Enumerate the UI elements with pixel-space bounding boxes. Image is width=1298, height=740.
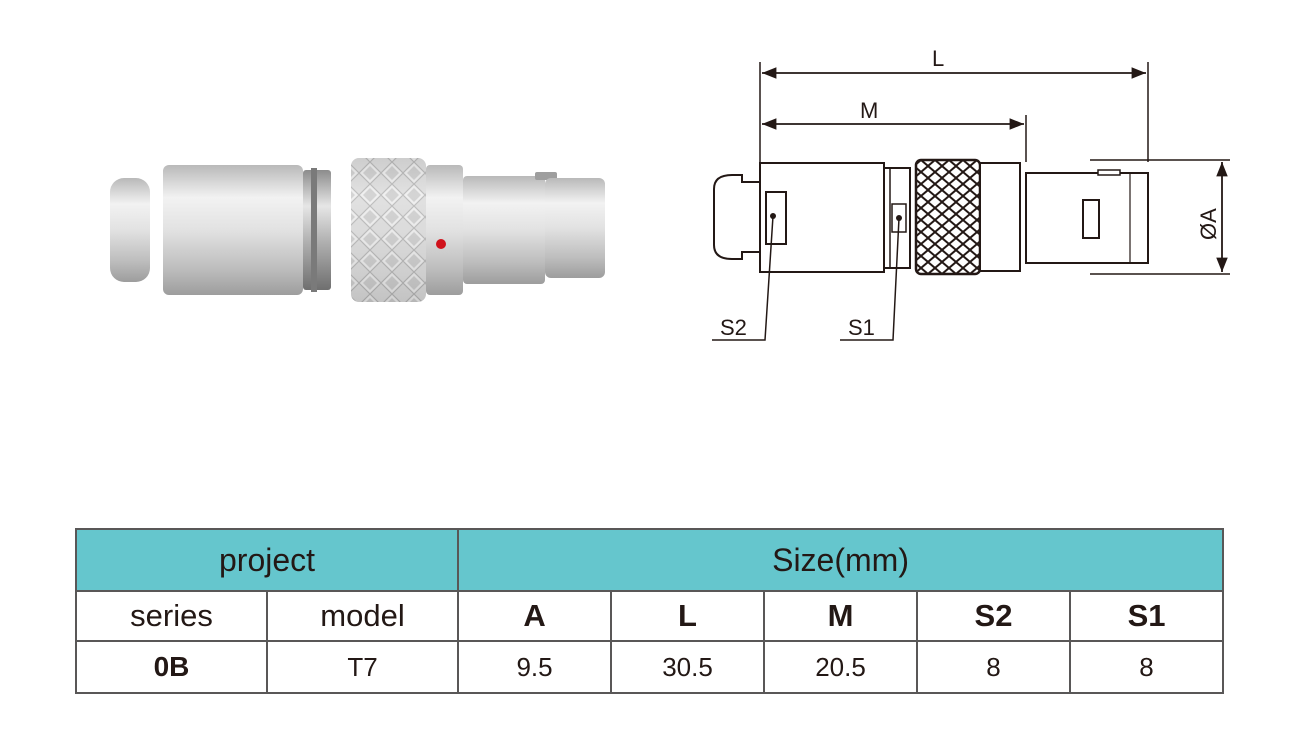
- dim-L-label: L: [932, 46, 944, 71]
- drawing-rear-body: [759, 162, 885, 273]
- cell-L: 30.5: [610, 640, 766, 694]
- col-S1: S1: [1069, 590, 1225, 642]
- dim-A-label: ØA: [1196, 208, 1221, 240]
- drawing-rear-cap: [713, 174, 761, 260]
- photo-front-tip: [545, 178, 605, 278]
- label-S1: S1: [848, 315, 875, 340]
- photo-rear-cap: [110, 178, 150, 282]
- drawing-knurled-sleeve: [914, 158, 982, 276]
- dim-M-label: M: [860, 98, 878, 123]
- cell-M: 20.5: [763, 640, 919, 694]
- col-A: A: [457, 590, 613, 642]
- cell-S2: 8: [916, 640, 1072, 694]
- table-row: 0B T7 9.5 30.5 20.5 8 8: [75, 640, 1225, 694]
- col-S2: S2: [916, 590, 1072, 642]
- photo-red-dot: [436, 239, 446, 249]
- label-S2: S2: [720, 315, 747, 340]
- leader-S2: [712, 215, 774, 341]
- col-L: L: [610, 590, 766, 642]
- photo-rear-body: [163, 165, 303, 295]
- cell-series: 0B: [75, 640, 268, 694]
- col-M: M: [763, 590, 919, 642]
- cell-S1: 8: [1069, 640, 1225, 694]
- cell-A: 9.5: [457, 640, 613, 694]
- cell-model: T7: [265, 640, 460, 694]
- col-model: model: [265, 590, 460, 642]
- photo-front-sleeve: [463, 176, 545, 284]
- photo-front-body: [426, 165, 463, 295]
- technical-drawing: L M ØA S2 S1: [712, 46, 1230, 341]
- header-project: project: [74, 528, 460, 592]
- connector-photo: [110, 158, 605, 302]
- header-size: Size(mm): [457, 528, 1225, 592]
- drawing-front-sleeve: [1025, 172, 1149, 264]
- drawing-front-body: [979, 162, 1021, 272]
- size-table: project Size(mm) series model A L M S2 S…: [74, 528, 1225, 694]
- col-series: series: [75, 590, 268, 642]
- leader-S1: [840, 217, 900, 341]
